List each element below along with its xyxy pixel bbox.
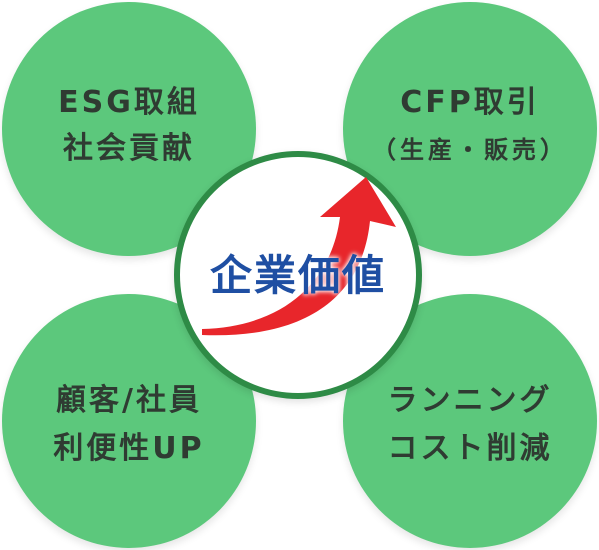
- cfp-label-line1: CFP取引: [400, 85, 540, 120]
- red-arrow-icon: [202, 177, 396, 336]
- esg-label-line1: ESG取組: [58, 85, 200, 120]
- cost-label-line2: コスト削減: [387, 431, 553, 466]
- customer-label-line2: 利便性UP: [53, 431, 205, 466]
- esg-circle: ESG取組 社会貢献: [2, 2, 256, 256]
- esg-label-line2: 社会貢献: [63, 131, 195, 166]
- cfp-label-line2: （生産・販売）: [372, 136, 568, 164]
- center-title: 企業価値: [209, 251, 386, 300]
- arrow-shape: [202, 177, 396, 336]
- customer-label-line1: 顧客/社員: [56, 383, 202, 418]
- center-circle: [174, 151, 422, 399]
- cost-label-line1: ランニング: [387, 383, 553, 418]
